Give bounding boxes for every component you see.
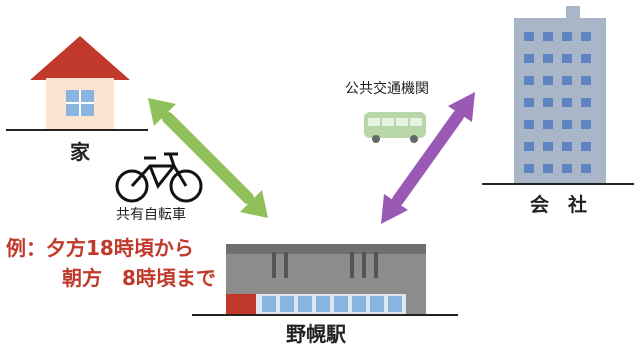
company-label: 会 社 [530, 194, 588, 216]
bicycle-route-arrow [148, 98, 268, 218]
bicycle-label: 共有自転車 [116, 207, 186, 223]
house-icon [6, 36, 148, 131]
bus-icon [364, 112, 426, 143]
transit-route-arrow [381, 92, 475, 224]
home-label: 家 [70, 140, 90, 164]
time-example-line2: 朝方 8時頃まで [62, 266, 216, 290]
station-label: 野幌駅 [286, 322, 346, 346]
bicycle-icon [115, 152, 203, 203]
office-building-icon [482, 6, 634, 185]
public-transport-label: 公共交通機関 [345, 81, 429, 97]
station-building-icon [192, 244, 458, 316]
time-example-line1: 例：夕方18時頃から [6, 236, 194, 260]
